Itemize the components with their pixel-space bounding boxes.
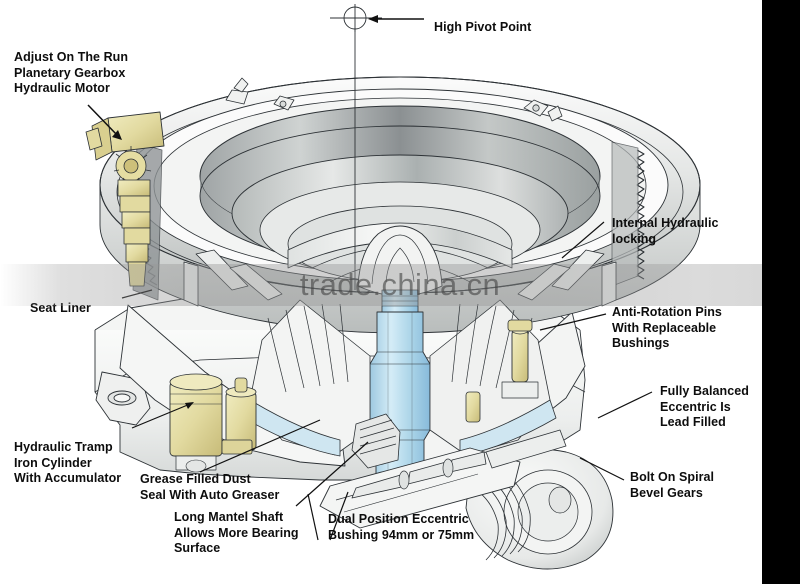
crusher-assembly <box>85 4 701 570</box>
callout-internal-hydraulic-locking: Internal Hydraulic locking <box>612 216 719 246</box>
leader-dual-position-eccentric-bushing <box>307 491 349 541</box>
callout-leader-lines <box>87 15 653 541</box>
callout-adjust-on-the-run: Adjust On The Run Planetary Gearbox Hydr… <box>14 50 129 95</box>
tramp-iron-cylinders <box>169 373 257 473</box>
callout-grease-filled-dust-seal: Grease Filled Dust Seal With Auto Grease… <box>140 472 280 502</box>
right-black-band <box>762 0 800 584</box>
anti-rotation-pin <box>465 319 539 423</box>
mantle-head-nut <box>357 225 443 313</box>
leader-anti-rotation-pins <box>539 313 607 331</box>
frame-support-arms <box>183 249 617 307</box>
countershaft-assembly <box>319 413 567 529</box>
top-flange-lugs <box>225 77 563 122</box>
callout-hydraulic-tramp-iron-cylinder: Hydraulic Tramp Iron Cylinder With Accum… <box>14 440 122 485</box>
planetary-gearbox-hydraulic-motor <box>85 111 165 287</box>
leader-adjust-on-the-run <box>87 104 122 140</box>
callout-high-pivot-point: High Pivot Point <box>434 20 532 34</box>
callout-long-mantel-shaft: Long Mantel Shaft Allows More Bearing Su… <box>174 510 299 555</box>
leader-high-pivot-point <box>368 15 424 23</box>
leader-internal-hydraulic-locking <box>561 221 605 259</box>
callout-anti-rotation-pins: Anti-Rotation Pins With Replaceable Bush… <box>612 305 722 350</box>
callout-bolt-on-spiral-bevel-gears: Bolt On Spiral Bevel Gears <box>630 470 715 500</box>
leader-seat-liner <box>121 289 153 299</box>
pivot-centerline <box>330 4 382 290</box>
leader-fully-balanced-eccentric <box>597 391 653 419</box>
leader-hydraulic-tramp-iron <box>131 402 194 429</box>
callout-dual-position-eccentric-bushing: Dual Position Eccentric Bushing 94mm or … <box>328 512 475 542</box>
callout-seat-liner: Seat Liner <box>30 301 91 315</box>
ring-gear-teeth-right <box>611 141 645 287</box>
leader-bolt-on-spiral-bevel-gears <box>579 457 625 481</box>
leader-grease-filled-dust-seal <box>199 419 321 473</box>
callout-fully-balanced-eccentric: Fully Balanced Eccentric Is Lead Filled <box>660 384 749 429</box>
